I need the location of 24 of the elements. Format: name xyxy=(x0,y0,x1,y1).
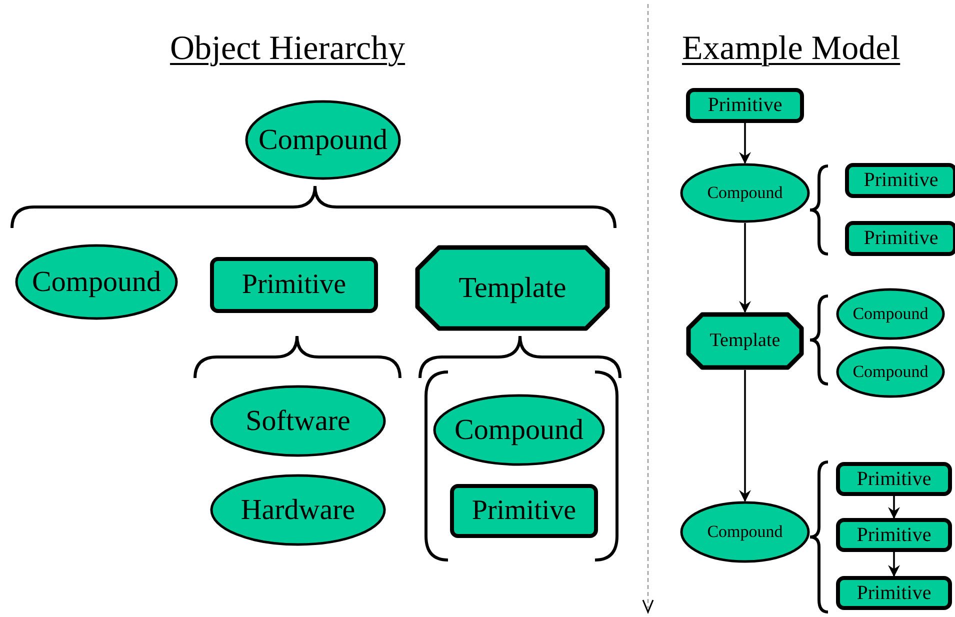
ellipse-node: Compound xyxy=(245,100,401,180)
arrow xyxy=(888,496,900,519)
ellipse-node: Compound xyxy=(836,288,945,340)
rectangle-node: Primitive xyxy=(450,484,598,538)
arrow xyxy=(888,552,900,577)
ellipse-node: Compound xyxy=(680,163,810,223)
heading: Example Model xyxy=(682,30,900,68)
rectangle-node: Primitive xyxy=(210,257,378,313)
ellipse-node: Software xyxy=(210,385,386,457)
ellipse-node: Compound xyxy=(433,394,605,466)
arrow xyxy=(739,370,751,502)
ellipse-node: Compound xyxy=(15,244,178,320)
rectangle-node: Primitive xyxy=(836,462,952,496)
ellipse-node: Compound xyxy=(836,346,945,398)
arrow xyxy=(739,223,751,313)
octagon-node: Template xyxy=(686,312,804,370)
rectangle-node: Primitive xyxy=(686,88,804,123)
rectangle-node: Primitive xyxy=(836,576,952,610)
arrow xyxy=(739,123,751,164)
ellipse-node: Hardware xyxy=(210,474,386,546)
rectangle-node: Primitive xyxy=(836,518,952,552)
ellipse-node: Compound xyxy=(680,501,810,563)
octagon-node: Template xyxy=(415,245,610,331)
heading: Object Hierarchy xyxy=(170,30,406,68)
